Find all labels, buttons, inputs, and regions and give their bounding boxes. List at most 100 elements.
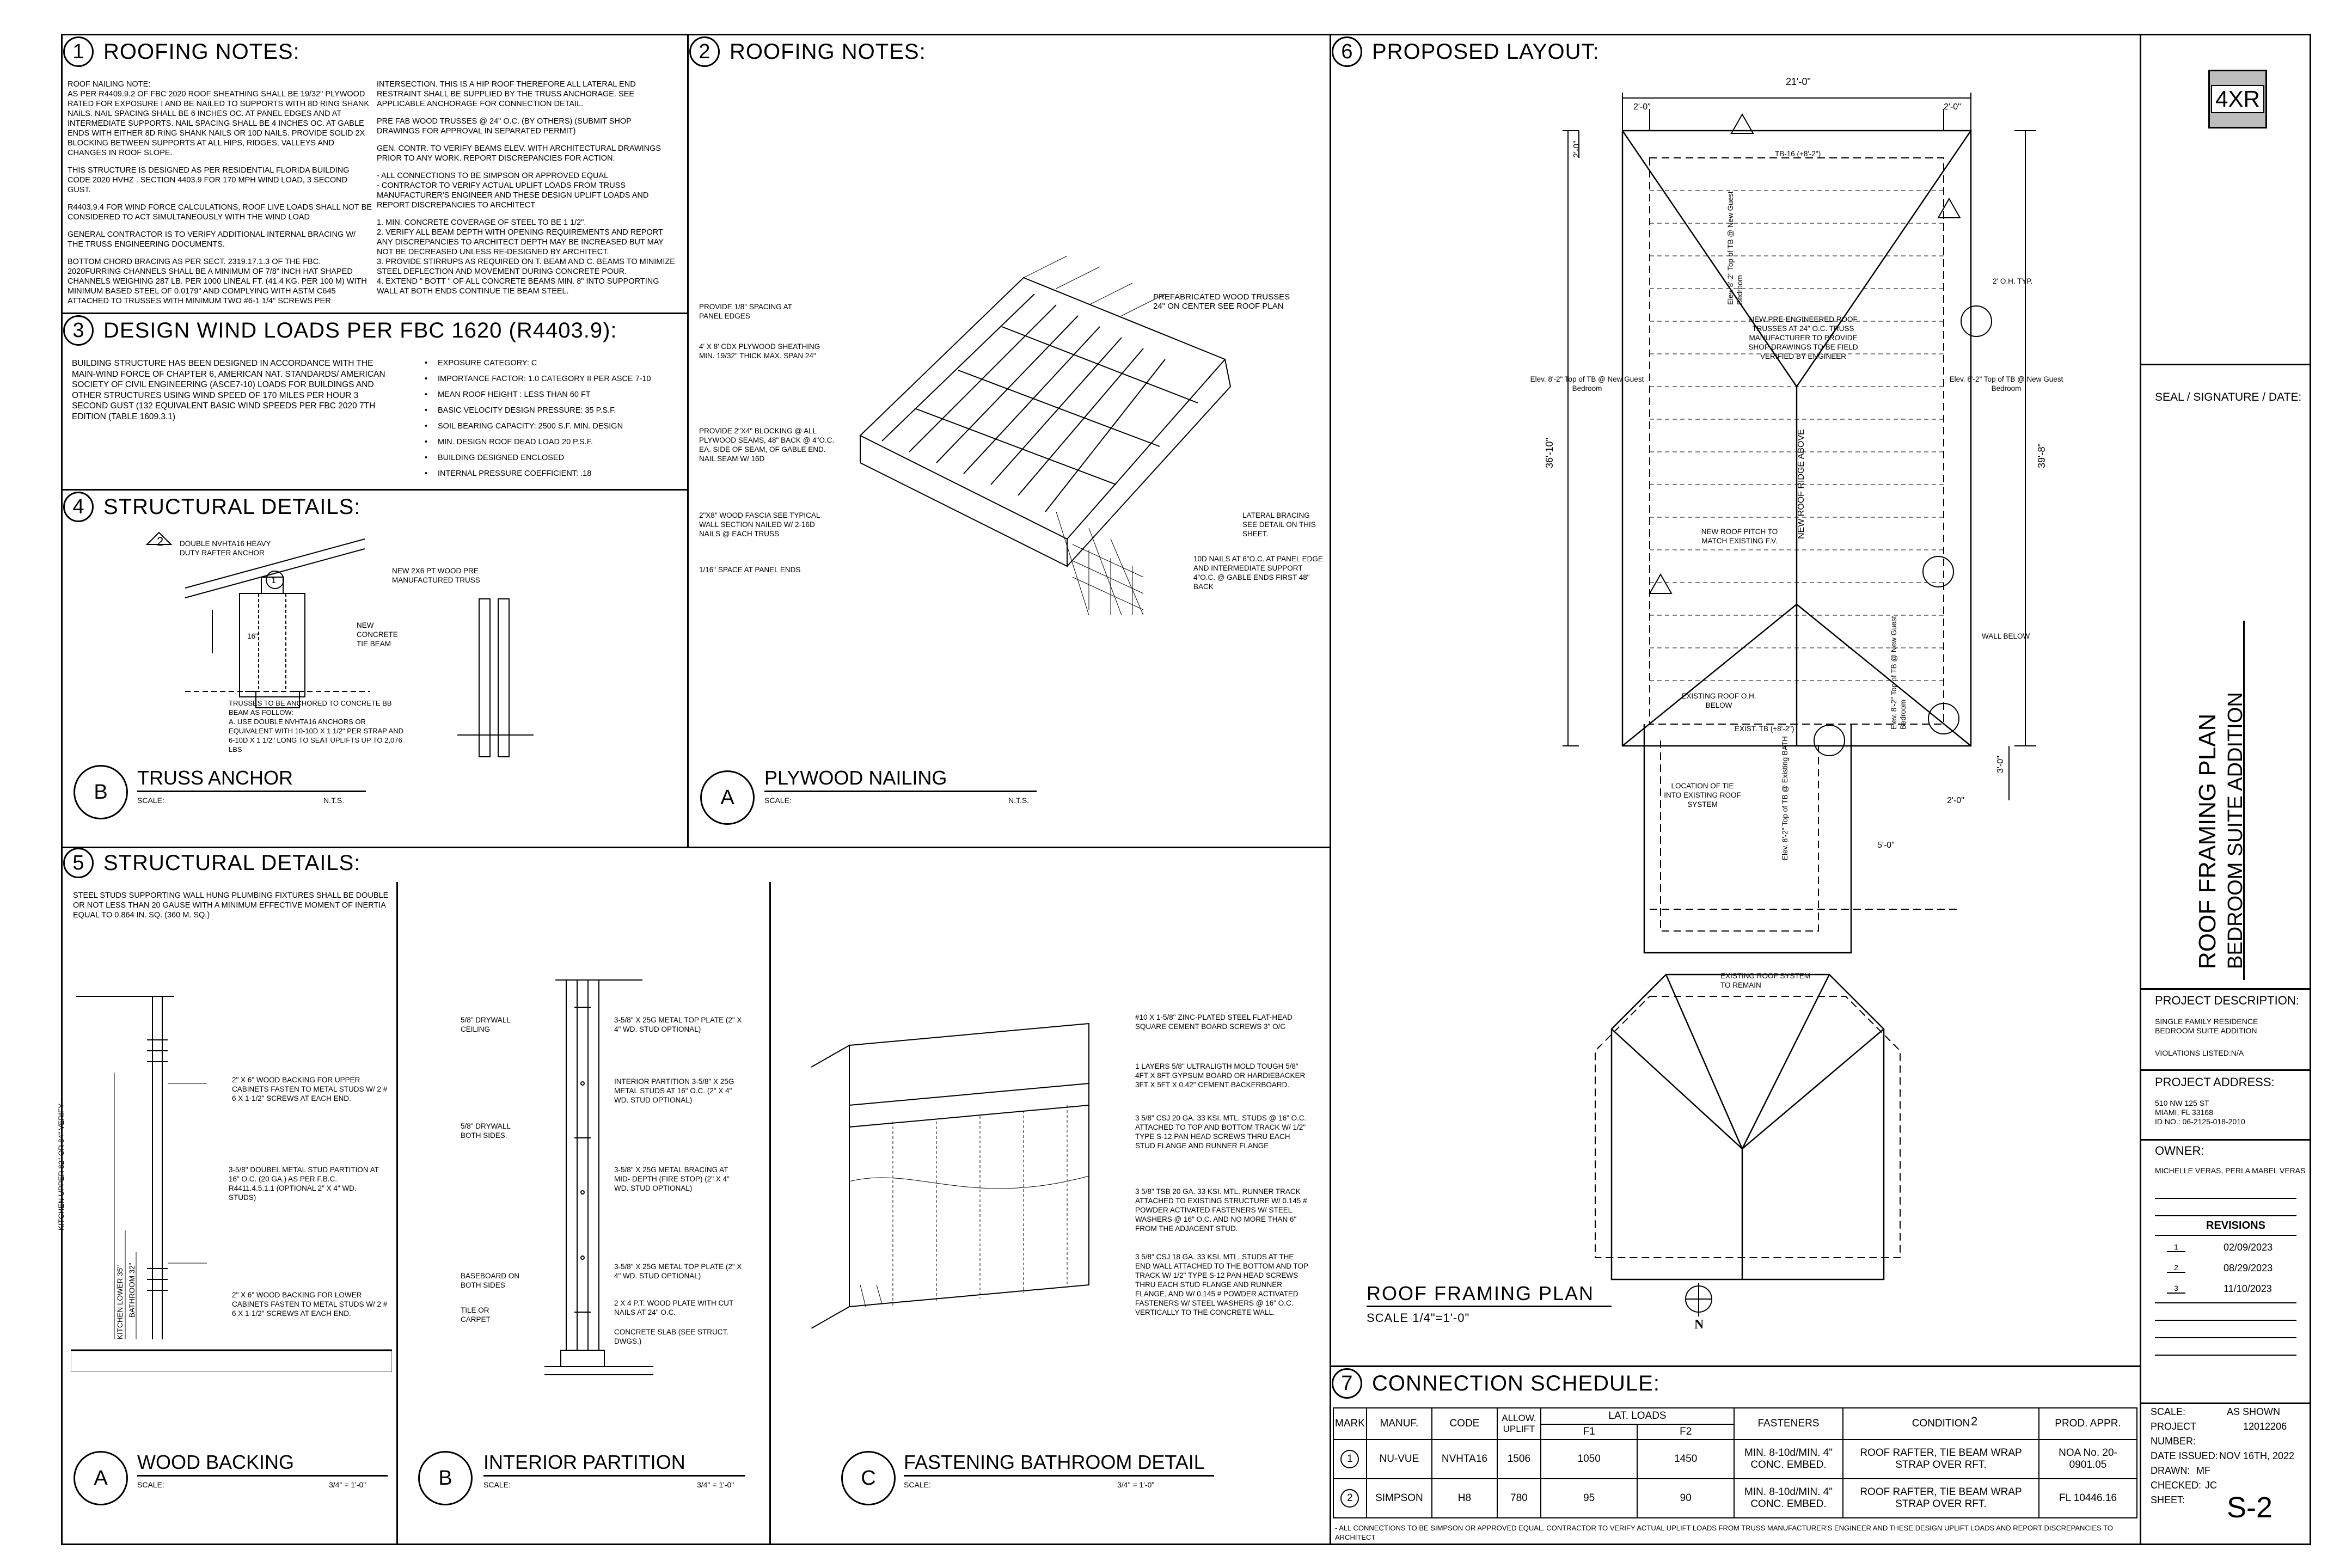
mark-circle: 2 <box>1340 1489 1359 1508</box>
detail-scale-value: 3/4" = 1'-0" <box>1117 1480 1155 1489</box>
col-header: FASTENERS <box>1734 1407 1843 1440</box>
label-baseboard: BASEBOARD ON BOTH SIDES <box>461 1272 520 1289</box>
label-truss: NEW 2X6 PT WOOD PRE MANUFACTURED TRUSS <box>392 567 480 584</box>
divider <box>2140 1139 2311 1141</box>
label-anchor-note: TRUSSES TO BE ANCHORED TO CONCRETE BB BE… <box>229 699 404 754</box>
section-title: PROPOSED LAYOUT: <box>1372 39 1600 64</box>
bullet-item: EXPOSURE CATEGORY: C <box>425 358 664 368</box>
section-number: 3 <box>63 315 94 346</box>
label-tile: TILE OR CARPET <box>461 1306 491 1324</box>
schedule-footnote: - ALL CONNECTIONS TO BE SIMPSON OR APPRO… <box>1335 1524 2113 1541</box>
divider <box>2140 1402 2311 1404</box>
divider <box>2155 1215 2296 1216</box>
revision-date: 11/10/2023 <box>2224 1283 2272 1294</box>
bullet-item: IMPORTANCE FACTOR: 1.0 CATEGORY II PER A… <box>425 374 664 384</box>
cell: NOA No. 20-0901.05 <box>2038 1439 2137 1479</box>
owner-label: OWNER: <box>2155 1144 2204 1157</box>
label-anchor: DOUBLE NVHTA16 HEAVY DUTY RAFTER ANCHOR <box>180 540 271 557</box>
project-desc: SINGLE FAMILY RESIDENCE BEDROOM SUITE AD… <box>2155 1017 2258 1035</box>
divider <box>2155 1198 2296 1199</box>
divider <box>2155 1320 2296 1321</box>
label-top-plate: 3-5/8" x 25g METAL TOP PLATE (2" x 4" WD… <box>614 1016 742 1033</box>
divider <box>61 313 687 314</box>
drawn: MF <box>2196 1465 2210 1476</box>
cell: MIN. 8-10d/MIN. 4" CONC. EMBED. <box>1734 1439 1843 1479</box>
note-paragraph: - ALL CONNECTIONS TO BE SIMPSON OR APPRO… <box>377 171 609 180</box>
detail-marker: A <box>700 770 755 825</box>
detail-scale-value: N.T.S. <box>1008 796 1030 805</box>
note-paragraph: AS PER R4409.9.2 OF FBC 2020 ROOF SHEATH… <box>68 90 370 157</box>
note-paragraph: THIS STRUCTURE IS DESIGNED AS PER RESIDE… <box>68 166 350 194</box>
cell: 1506 <box>1496 1439 1541 1479</box>
label-elev-bath: Elev. 8'-2" Top of TB @ Existing BATH <box>1781 736 1789 860</box>
divider <box>2155 1337 2296 1338</box>
label-elev-mid: Elev. 8'-2" Top of TB @ New Guest Bedroo… <box>1890 616 1907 730</box>
detail-scale-label: SCALE: <box>137 1480 164 1489</box>
cell: 95 <box>1540 1478 1638 1518</box>
note-paragraph: 4. EXTEND " BOTT " OF ALL CONCRETE BEAMS… <box>377 277 659 296</box>
scale-label: SCALE: <box>2151 1406 2186 1417</box>
section-number: 1 <box>63 36 94 67</box>
structural-intro: STEEL STUDS SUPPORTING WALL HUNG PLUMBIN… <box>73 891 389 920</box>
section-number: 5 <box>63 848 94 878</box>
divider <box>1330 1365 2140 1367</box>
divider <box>61 489 687 491</box>
detail-title: FASTENING BATHROOM DETAIL <box>904 1451 1205 1473</box>
detail-title: WOOD BACKING <box>137 1451 295 1473</box>
label-exist-tb: EXIST. TB (+8'-2") <box>1735 725 1794 733</box>
truss-anchor-drawing: 2 1 <box>145 531 534 757</box>
revisions-list: 1 02/09/2023 2 08/29/2023 3 11/10/2023 <box>2167 1237 2298 1299</box>
label-tb16: TB-16 (+8'-2") <box>1775 150 1821 158</box>
project-desc-label: PROJECT DESCRIPTION: <box>2155 994 2299 1007</box>
logo: 4XR <box>2208 70 2267 128</box>
wind-loads-text: BUILDING STRUCTURE HAS BEEN DESIGNED IN … <box>72 359 385 421</box>
divider <box>2155 1235 2296 1236</box>
label-panel-ends: 1/16" SPACE AT PANEL ENDS <box>699 566 801 574</box>
dim-bottom-1: 2'-0" <box>1947 796 1964 805</box>
roofing-notes-col2: INTERSECTION. THIS IS A HIP ROOF THEREFO… <box>377 79 676 296</box>
divider <box>61 847 1330 848</box>
label-dim: 16" <box>247 632 258 640</box>
section-header-roofing-notes-2: 2 ROOFING NOTES: <box>689 33 926 71</box>
label-kitchen-lower: KITCHEN LOWER 35" <box>116 1265 124 1339</box>
label-beam: NEW CONCRETE TIE BEAM <box>357 621 398 648</box>
dim-bottom-2: 5'-0" <box>1877 841 1895 850</box>
col-header: CONDITION <box>1842 1407 2039 1440</box>
label-top-plate-2: 3-5/8" x 25g METAL TOP PLATE (2" x 4" WD… <box>614 1263 742 1280</box>
label-concrete-slab: CONCRETE SLAB (SEE STRUCT. DWGS.) <box>614 1328 729 1345</box>
detail-title: INTERIOR PARTITION <box>483 1451 685 1473</box>
plan-title: ROOF FRAMING PLAN <box>1367 1282 1595 1304</box>
label-screws: #10 X 1-5/8" ZINC-PLATED STEEL FLAT-HEAD… <box>1135 1013 1293 1031</box>
note-paragraph: 3. PROVIDE STIRRUPS AS REQUIRED ON T. BE… <box>377 258 675 276</box>
svg-text:1: 1 <box>271 576 276 585</box>
checked-label: CHECKED: <box>2151 1480 2202 1491</box>
note-paragraph: PRE FAB WOOD TRUSSES @ 24" O.C. (BY OTHE… <box>377 117 632 136</box>
label-drywall-ceiling: 5/8" DRYWALL CEILING <box>461 1016 511 1033</box>
cell: NU-VUE <box>1365 1439 1432 1479</box>
label-blocking: PROVIDE 2"x4" BLOCKING @ ALL PLYWOOD SEA… <box>699 427 835 463</box>
note-paragraph: ROOF NAILING NOTE: <box>68 80 151 89</box>
section-title: STRUCTURAL DETAILS: <box>103 494 361 519</box>
table-row: 2 SIMPSON H8 780 95 90 MIN. 8-10d/MIN. 4… <box>1333 1478 2137 1518</box>
address-label: PROJECT ADDRESS: <box>2155 1075 2275 1089</box>
section-title: ROOFING NOTES: <box>730 39 926 64</box>
cell: FL 10446.16 <box>2038 1478 2137 1518</box>
checked: JC <box>2205 1480 2217 1491</box>
label-plywood: 4' x 8' CDX PLYWOOD SHEATHING MIN. 19/32… <box>699 342 820 360</box>
detail-marker: A <box>74 1451 128 1505</box>
label-existing-remain: EXISTING ROOF SYSTEM TO REMAIN <box>1720 972 1811 989</box>
label-existing-oh: EXISTING ROOF O.H. BELOW <box>1681 692 1756 709</box>
col-header: CODE <box>1431 1407 1498 1440</box>
label-lower-backing: 2" x 6" WOOD BACKING FOR LOWER CABINETS … <box>232 1291 388 1318</box>
owner: MICHELLE VERAS, PERLA MABEL VERAS <box>2155 1166 2306 1175</box>
label-wall-below: WALL BELOW <box>1982 632 2030 640</box>
label-wood-plate: 2 x 4 P.T. WOOD PLATE WITH CUT NAILS AT … <box>614 1299 734 1316</box>
dim-left: 36'-10" <box>1544 438 1555 468</box>
revision-number: 1 <box>2167 1242 2185 1252</box>
sheet-title: ROOF FRAMING PLAN <box>2194 713 2221 969</box>
label-elev-left: Elev. 8'-2" Top of TB @ New Guest Bedroo… <box>1530 375 1644 393</box>
connection-table: MARK MANUF. CODE ALLOW. UPLIFT LAT. LOAD… <box>1333 1407 2137 1518</box>
cell: ROOF RAFTER, TIE BEAM WRAP STRAP OVER RF… <box>1842 1478 2039 1518</box>
divider <box>2155 1355 2296 1356</box>
revisions-label: REVISIONS <box>2206 1220 2265 1232</box>
